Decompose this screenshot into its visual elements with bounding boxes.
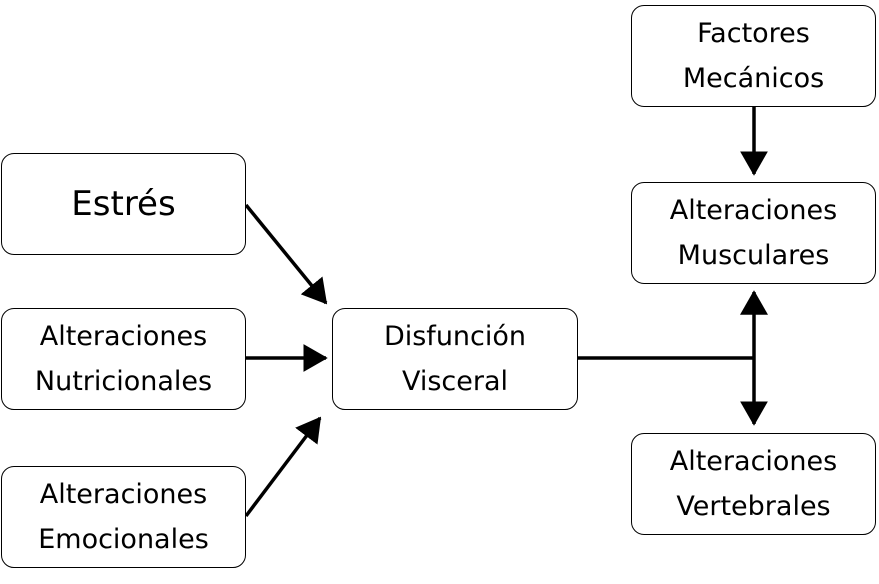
node-alteraciones-nutricionales: Alteraciones Nutricionales	[1, 308, 246, 410]
node-emocionales-line-2: Emocionales	[38, 524, 209, 555]
node-alteraciones-emocionales: Alteraciones Emocionales	[1, 466, 246, 568]
node-mecanicos-line-1: Factores	[697, 18, 810, 49]
node-vertebrales-line-1: Alteraciones	[669, 446, 838, 477]
node-musculares-line-1: Alteraciones	[669, 195, 838, 226]
node-nutricionales-line-1: Alteraciones	[39, 321, 208, 352]
node-estres-line-1: Estrés	[71, 183, 176, 224]
node-alteraciones-vertebrales: Alteraciones Vertebrales	[631, 433, 876, 535]
node-disfuncion-line-1: Disfunción	[383, 321, 527, 352]
node-alteraciones-musculares: Alteraciones Musculares	[631, 182, 876, 284]
node-nutricionales-line-2: Nutricionales	[34, 366, 213, 397]
node-vertebrales-line-2: Vertebrales	[676, 491, 831, 522]
node-disfuncion-visceral: Disfunción Visceral	[332, 308, 578, 410]
node-factores-mecanicos: Factores Mecánicos	[631, 5, 876, 107]
node-mecanicos-line-2: Mecánicos	[682, 63, 825, 94]
node-estres: Estrés	[1, 153, 246, 255]
node-musculares-line-2: Musculares	[677, 240, 830, 271]
node-disfuncion-line-2: Visceral	[401, 366, 509, 397]
node-emocionales-line-1: Alteraciones	[39, 479, 208, 510]
edge-estres-to-disfuncion	[244, 203, 328, 305]
edge-emocionales-to-disfuncion	[244, 416, 322, 518]
